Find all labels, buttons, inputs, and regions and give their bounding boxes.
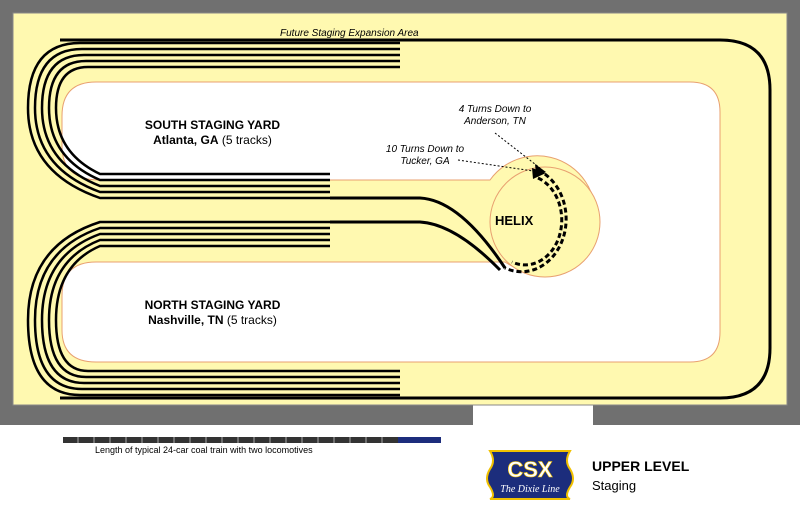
logo-slogan: The Dixie Line <box>500 484 560 495</box>
note-anderson-line2: Anderson, TN <box>464 116 526 127</box>
scale-bar <box>63 437 441 443</box>
note-anderson: 4 Turns Down to Anderson, TN <box>440 104 550 128</box>
north-yard-subtitle: Nashville, TN (5 tracks) <box>140 313 285 328</box>
helix-lead-tracks <box>330 196 507 272</box>
south-yard-label: SOUTH STAGING YARD Atlanta, GA (5 tracks… <box>140 118 285 148</box>
south-yard-name: SOUTH STAGING YARD <box>144 118 281 132</box>
note-tucker-line1: 10 Turns Down to <box>385 144 465 155</box>
note-tucker-line2: Tucker, GA <box>400 156 450 167</box>
expansion-area-label: Future Staging Expansion Area <box>280 28 419 39</box>
level-subtitle: Staging <box>592 478 637 493</box>
south-yard-subtitle: Atlanta, GA (5 tracks) <box>140 133 285 148</box>
south-yard-tracks <box>26 41 400 200</box>
north-yard-name: NORTH STAGING YARD <box>144 298 281 312</box>
level-title: UPPER LEVEL <box>592 458 690 474</box>
helix-spiral <box>504 168 568 274</box>
logo-name: CSX <box>507 457 553 482</box>
outer-mainline-track <box>60 38 772 400</box>
north-yard-tracks <box>26 220 400 397</box>
north-yard-city: Nashville, TN <box>148 313 224 327</box>
helix-label: HELIX <box>495 213 534 228</box>
south-yard-city: Atlanta, GA <box>153 133 219 147</box>
helix-disc <box>489 166 601 278</box>
note-arrows <box>457 132 541 173</box>
csx-logo: CSX The Dixie Line <box>486 450 574 500</box>
south-yard-track-count: (5 tracks) <box>221 133 272 147</box>
arrowhead-tucker <box>532 168 546 179</box>
note-tucker: 10 Turns Down to Tucker, GA <box>375 144 475 168</box>
scale-bar-caption: Length of typical 24-car coal train with… <box>95 445 313 455</box>
north-yard-track-count: (5 tracks) <box>226 313 277 327</box>
note-anderson-line1: 4 Turns Down to <box>458 104 532 115</box>
north-yard-label: NORTH STAGING YARD Nashville, TN (5 trac… <box>140 298 285 328</box>
